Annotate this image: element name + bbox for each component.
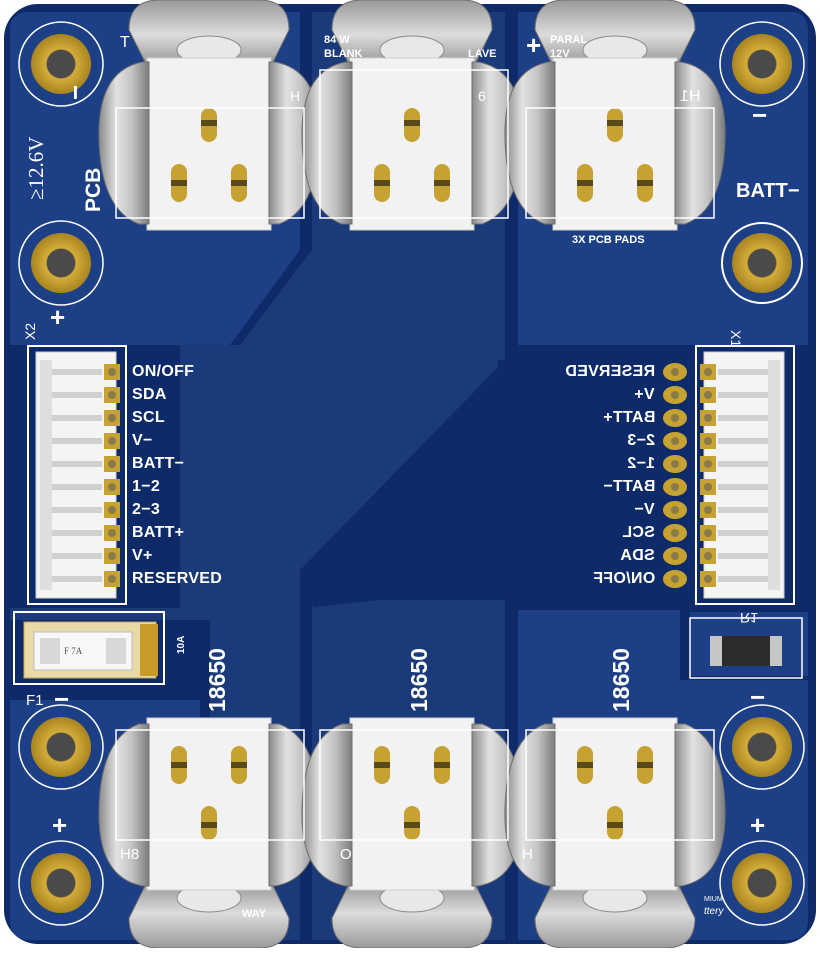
h8-mark: H8 bbox=[120, 846, 140, 863]
battery-holder bbox=[98, 0, 320, 231]
battery-holder bbox=[504, 0, 726, 231]
way-text: WAY bbox=[242, 908, 267, 920]
right-connector-pin bbox=[663, 409, 768, 427]
battery-holder bbox=[301, 0, 523, 231]
maker-text-2: ttery bbox=[704, 906, 724, 917]
right-pin-text: BATT+ bbox=[602, 409, 655, 426]
bottom-left-plus: + bbox=[52, 810, 68, 840]
left-connector-pin bbox=[52, 571, 120, 587]
right-connector-pin bbox=[663, 386, 768, 404]
x2-ref: X2 bbox=[22, 322, 38, 340]
o-mark: O bbox=[340, 846, 352, 863]
right-pin-text: SDA bbox=[620, 547, 655, 564]
battery-holder bbox=[504, 717, 726, 949]
right-connector-pin bbox=[663, 524, 768, 542]
left-pin-label: V− bbox=[132, 432, 153, 449]
top-left-minus: − bbox=[60, 84, 90, 100]
right-pin-label: BATT− bbox=[565, 476, 655, 498]
fuse-rating: 10A bbox=[176, 635, 187, 654]
left-pin-label: 2−3 bbox=[132, 501, 161, 518]
pads-note: 3X PCB PADS bbox=[572, 234, 645, 246]
right-pin-text: RESERVED bbox=[565, 363, 656, 380]
bottom-right-minus: − bbox=[750, 682, 766, 712]
right-pin-label: 1−2 bbox=[565, 453, 655, 475]
left-pin-label: ON/OFF bbox=[132, 363, 195, 380]
x1-ref: X1 bbox=[728, 330, 744, 348]
left-pin-label: BATT− bbox=[132, 455, 185, 472]
right-pin-text: V− bbox=[634, 501, 655, 518]
battery-holder bbox=[98, 717, 320, 949]
right-connector-pin bbox=[663, 478, 768, 496]
cell-label-1: 18650 bbox=[204, 648, 230, 712]
right-pin-label: BATT+ bbox=[565, 407, 655, 429]
voltage-label: ≥12.6V bbox=[24, 136, 48, 200]
left-pin-label: SDA bbox=[132, 386, 167, 403]
left-pin-label: V+ bbox=[132, 547, 153, 564]
right-connector-pin bbox=[663, 455, 768, 473]
cell-label-3: 18650 bbox=[608, 648, 634, 712]
right-pin-label: RESERVED bbox=[565, 361, 655, 383]
left-pin-label: 1−2 bbox=[132, 478, 161, 495]
right-connector-pin bbox=[663, 570, 768, 588]
mounting-hole bbox=[31, 34, 803, 913]
cell-label-2: 18650 bbox=[406, 648, 432, 712]
left-connector-pin bbox=[52, 456, 120, 472]
top-right-plus: + bbox=[526, 30, 542, 60]
resistor-ref: R1 bbox=[740, 610, 758, 626]
battery-holder bbox=[301, 717, 523, 949]
h-mark: H bbox=[522, 846, 533, 863]
h-mark-left: H bbox=[290, 88, 301, 104]
right-connector-pin bbox=[663, 432, 768, 450]
right-pin-label: 2−3 bbox=[565, 430, 655, 452]
right-pin-label: ON/OFF bbox=[565, 568, 655, 590]
right-pin-label: V− bbox=[565, 499, 655, 521]
left-connector-pin bbox=[52, 410, 120, 426]
left-pin-label: SCL bbox=[132, 409, 165, 426]
right-connector-pin bbox=[663, 501, 768, 519]
center-note-1: 84 W bbox=[324, 34, 350, 46]
right-pin-text: ON/OFF bbox=[592, 570, 655, 587]
fuse-ref: F1 bbox=[26, 692, 44, 709]
right-pin-text: BATT− bbox=[602, 478, 655, 495]
right-pin-label: V+ bbox=[565, 384, 655, 406]
h1-mark: H1 bbox=[680, 88, 701, 105]
left-connector-pin bbox=[52, 548, 120, 564]
six-mark: 6 bbox=[478, 88, 486, 104]
center-note-3: LAVE bbox=[468, 48, 497, 60]
bottom-left-minus: − bbox=[54, 684, 70, 714]
batt-minus-label: BATT− bbox=[736, 180, 800, 202]
top-left-plus: + bbox=[50, 302, 66, 332]
left-pin-label: RESERVED bbox=[132, 570, 223, 587]
pcb-text: PCB bbox=[82, 167, 105, 212]
right-pin-text: 2−3 bbox=[626, 432, 655, 449]
maker-text: MIUM bbox=[704, 896, 723, 903]
right-pin-label: SCL bbox=[565, 522, 655, 544]
left-connector-pin bbox=[52, 433, 120, 449]
bottom-right-plus: + bbox=[750, 810, 766, 840]
right-pin-text: SCL bbox=[622, 524, 655, 541]
left-connector-pin bbox=[52, 479, 120, 495]
right-pin-text: V+ bbox=[634, 386, 655, 403]
fuse-body-text: F 7A bbox=[64, 646, 83, 656]
right-pin-label: SDA bbox=[565, 545, 655, 567]
left-connector-pin bbox=[52, 502, 120, 518]
left-pin-label: BATT+ bbox=[132, 524, 185, 541]
left-connector-pin bbox=[52, 387, 120, 403]
center-note-2: BLANK bbox=[324, 48, 363, 60]
right-connector-pin bbox=[663, 363, 768, 381]
right-connector-pin bbox=[663, 547, 768, 565]
right-pin-text: 1−2 bbox=[626, 455, 655, 472]
top-right-minus: − bbox=[752, 100, 768, 130]
t-mark: T bbox=[120, 34, 130, 51]
right-note-1: PARAL bbox=[550, 34, 588, 46]
right-note-2: 12V bbox=[550, 48, 570, 60]
left-connector-pin bbox=[52, 525, 120, 541]
left-connector-pin bbox=[52, 364, 120, 380]
